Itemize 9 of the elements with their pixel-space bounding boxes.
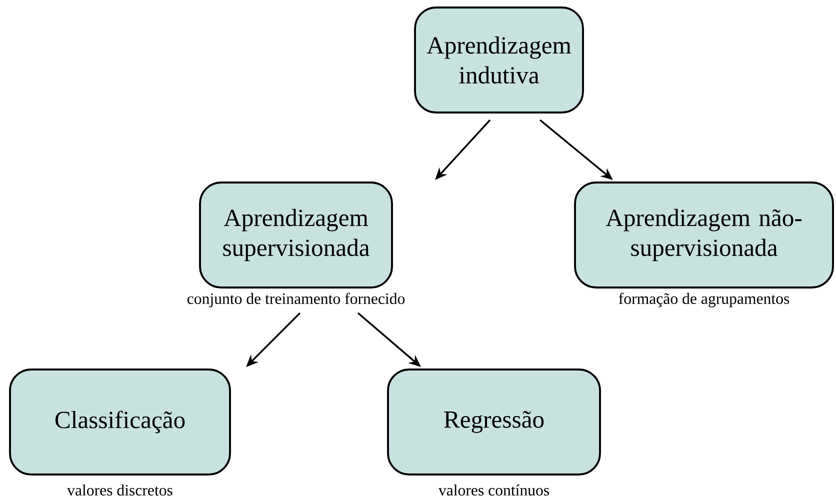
- process-box: Aprendizagem supervisionada: [199, 182, 393, 288]
- node-caption: valores discretos: [67, 484, 172, 496]
- process-box: Aprendizagem não-supervisionada: [574, 182, 834, 288]
- node-caption: formação de agrupamentos: [618, 292, 790, 308]
- process-box: Classificação: [9, 368, 231, 476]
- process-box: Aprendizagem indutiva: [414, 6, 584, 114]
- node-caption: valores contínuos: [438, 484, 550, 496]
- node-caption: conjunto de treinamento fornecido: [187, 292, 405, 308]
- process-box: Regressão: [387, 368, 601, 476]
